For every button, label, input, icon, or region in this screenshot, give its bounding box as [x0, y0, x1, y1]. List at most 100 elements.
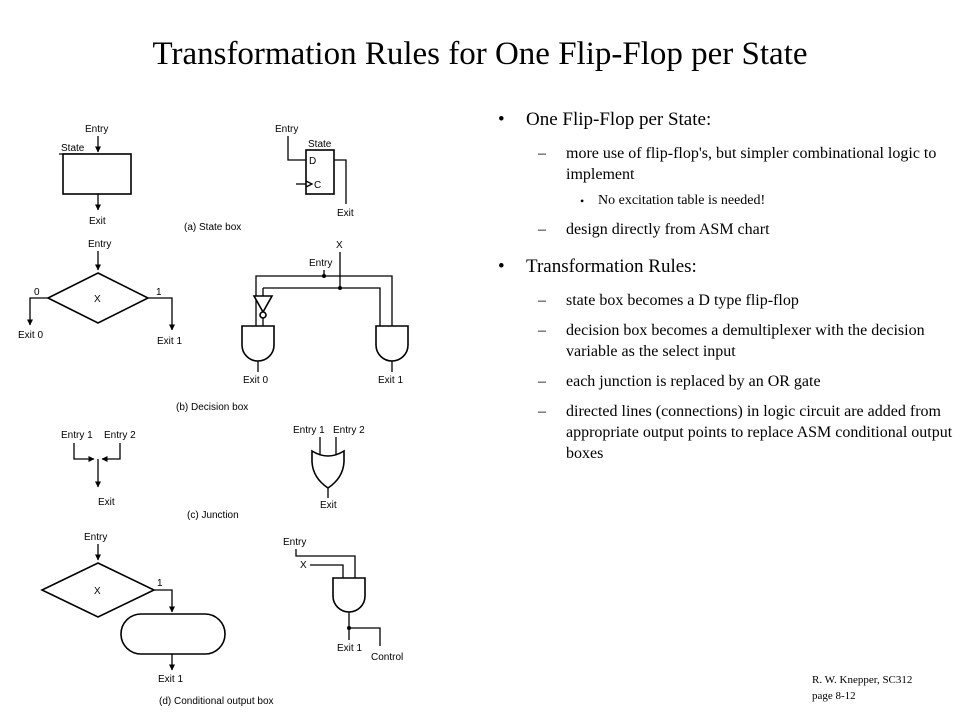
and-control-label: Control	[371, 652, 403, 663]
and-var-wire	[310, 564, 344, 578]
cond-one-label: 1	[157, 578, 163, 589]
bullet-text: design directly from ASM chart	[566, 221, 770, 238]
junction-entry2-line	[101, 443, 121, 462]
cond-one-arrow	[154, 589, 175, 613]
demux-var-label: X	[336, 240, 343, 251]
decision-var-label: X	[94, 294, 101, 305]
demux-select-to-and1	[340, 287, 381, 326]
demux-select-wire	[263, 285, 341, 289]
and-gate	[332, 577, 366, 613]
bullet-list: • One Flip-Flop per State: – more use of fl…	[498, 108, 958, 464]
bullet-text: No excitation table is needed!	[598, 193, 766, 208]
bullet-text: directed lines (connections) in logic ci…	[566, 403, 953, 462]
and-exit1-label: Exit 1	[337, 643, 362, 654]
bullet-marker: –	[538, 145, 546, 162]
cond-var-label: X	[94, 586, 101, 597]
bullet-text: Transformation Rules:	[526, 256, 697, 277]
demux-inverter-bubble	[259, 311, 267, 319]
state-box-exit-label: Exit	[89, 216, 106, 227]
sub-bullet-item: – decision box becomes a demultiplexer wi…	[498, 320, 958, 362]
state-box-state-label: State	[61, 143, 85, 154]
bullet-text: each junction is replaced by an OR gate	[566, 373, 821, 390]
flipflop-entry-label: Entry	[275, 124, 298, 135]
demux-and-gate-1	[375, 325, 409, 362]
caption-b: (b) Decision box	[176, 402, 248, 413]
cond-output-oval	[120, 613, 226, 655]
flipflop-d-label: D	[309, 156, 316, 167]
bullet-text: state box becomes a D type flip-flop	[566, 292, 799, 309]
credit-author: R. W. Knepper, SC312	[812, 674, 913, 686]
or-exit-label: Exit	[320, 500, 337, 511]
state-box-group: Entry State Exit Entry State D C Exit (a…	[59, 124, 354, 233]
bullet-marker: •	[498, 109, 505, 130]
or-gate	[311, 449, 345, 489]
conditional-output-group: Entry X 1 Exit 1 Entry X Exit 1 Control …	[40, 532, 403, 707]
junction-exit-label: Exit	[98, 497, 115, 508]
demux-select-node	[338, 286, 342, 290]
and-entry-label: Entry	[283, 537, 306, 548]
bullet-item: • Transformation Rules:	[498, 255, 958, 278]
decision-exit1-arrow	[148, 297, 175, 331]
flipflop-clock-mark	[305, 180, 314, 188]
demux-and-gate-0	[241, 325, 275, 362]
junction-group: Entry 1 Entry 2 Exit Entry 1 Entry 2 Exi…	[61, 425, 365, 521]
demux-inverter	[252, 295, 274, 314]
cond-decision-diamond	[40, 562, 156, 618]
demux-exit0-label: Exit 0	[243, 375, 268, 386]
sub-bullet-item: – state box becomes a D type flip-flop	[498, 290, 958, 311]
decision-exit0-label: Exit 0	[18, 330, 43, 341]
cond-entry-label: Entry	[84, 532, 107, 543]
flipflop-body	[305, 149, 335, 195]
bullet-text: One Flip-Flop per State:	[526, 109, 712, 130]
sub-bullet-item: – each junction is replaced by an OR gate	[498, 371, 958, 392]
or-entry1-label: Entry 1	[293, 425, 325, 436]
and-entry-wire	[295, 549, 356, 578]
flipflop-c-label: C	[314, 180, 321, 191]
state-box-entry-label: Entry	[85, 124, 108, 135]
demux-entry-bus	[255, 275, 393, 334]
bullet-marker: •	[498, 256, 505, 277]
decision-box-group: Entry X 0 1 Exit 0 Exit 1 X Entry Exit 0…	[18, 239, 409, 413]
state-box-rect	[62, 153, 132, 195]
caption-d: (d) Conditional output box	[159, 696, 274, 707]
demux-entry-node	[322, 274, 326, 278]
slide-title: Transformation Rules for One Flip-Flop p…	[152, 36, 808, 72]
and-control-wire	[349, 627, 381, 646]
and-var-label: X	[300, 560, 307, 571]
asm-transformation-figure: Entry State Exit Entry State D C Exit (a…	[18, 124, 409, 707]
sub-bullet-item: – design directly from ASM chart	[498, 219, 958, 240]
junction-entry1-line	[73, 443, 95, 462]
junction-entry2-label: Entry 2	[104, 430, 136, 441]
flipflop-entry-wire	[287, 136, 306, 161]
bullet-marker: –	[538, 221, 546, 238]
or-entry2-label: Entry 2	[333, 425, 365, 436]
demux-exit1-label: Exit 1	[378, 375, 403, 386]
credit-footer: R. W. Knepper, SC312 page 8-12	[812, 672, 912, 704]
sub-bullet-item: – directed lines (connections) in logic c…	[498, 401, 958, 464]
decision-diamond	[46, 272, 150, 324]
flipflop-state-label: State	[308, 139, 332, 150]
bullet-marker: –	[538, 373, 546, 390]
bullet-marker: –	[538, 292, 546, 309]
bullet-item: • One Flip-Flop per State:	[498, 108, 958, 131]
bullet-marker: –	[538, 403, 546, 420]
bullet-marker: •	[580, 194, 585, 208]
decision-exit1-label: Exit 1	[157, 336, 182, 347]
subsub-bullet-item: • No excitation table is needed!	[498, 192, 958, 210]
bullet-text: more use of flip-flop's, but simpler com…	[566, 145, 937, 183]
decision-entry-label: Entry	[88, 239, 111, 250]
demux-entry-label: Entry	[309, 258, 332, 269]
bullet-marker: –	[538, 322, 546, 339]
sub-bullet-item: – more use of flip-flop's, but simpler co…	[498, 143, 958, 185]
caption-a: (a) State box	[184, 222, 241, 233]
decision-exit0-arrow	[27, 297, 48, 326]
flipflop-output-wire	[334, 159, 347, 204]
credit-page: page 8-12	[812, 690, 856, 702]
cond-exit1-label: Exit 1	[158, 674, 183, 685]
flipflop-exit-label: Exit	[337, 208, 354, 219]
caption-c: (c) Junction	[187, 510, 239, 521]
junction-entry1-label: Entry 1	[61, 430, 93, 441]
decision-zero-label: 0	[34, 287, 40, 298]
decision-one-label: 1	[156, 287, 162, 298]
bullet-text: decision box becomes a demultiplexer wit…	[566, 322, 925, 360]
